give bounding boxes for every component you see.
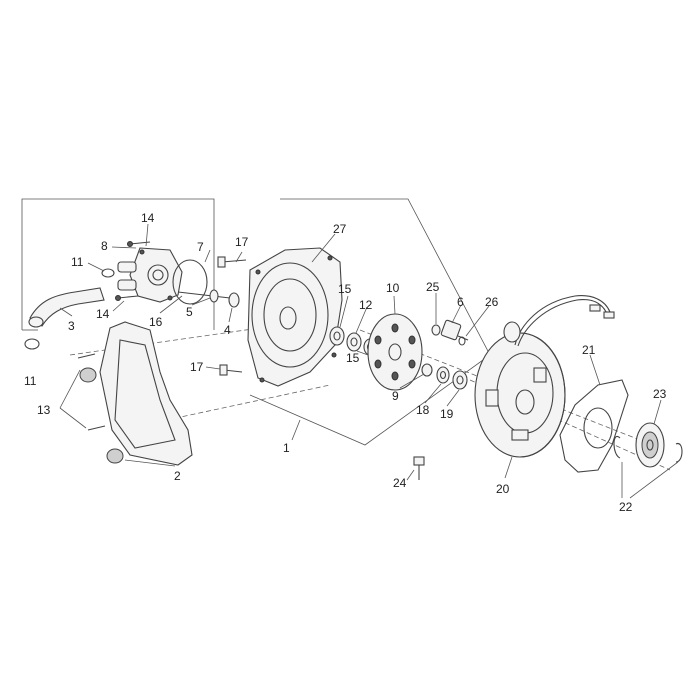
callout-26: 26 <box>485 295 499 309</box>
callout-24: 24 <box>393 476 407 490</box>
callout-20: 20 <box>496 482 510 496</box>
callout-6: 6 <box>457 295 464 309</box>
callout-11-top: 11 <box>71 255 84 269</box>
callout-23: 23 <box>653 387 667 401</box>
pump-shaft-part <box>177 289 231 303</box>
callout-17-top: 17 <box>235 235 249 249</box>
callout-25: 25 <box>426 280 440 294</box>
wiring-harness-part <box>503 295 615 347</box>
callout-7: 7 <box>197 240 204 254</box>
callout-10: 10 <box>386 281 400 295</box>
bolt-part <box>217 256 247 376</box>
callout-14-top: 14 <box>141 211 155 225</box>
callout-17-mid: 17 <box>190 360 204 374</box>
bolt-part <box>413 456 425 480</box>
washer-part <box>228 292 240 308</box>
clamp-part <box>24 268 115 350</box>
screw-part <box>115 241 151 301</box>
stator-housing-part <box>474 332 566 458</box>
callout-14-bottom: 14 <box>96 307 110 321</box>
rotor-part <box>613 422 683 468</box>
callout-labels: 1 2 3 4 5 6 7 8 9 10 11 11 12 13 14 14 1… <box>24 211 667 514</box>
callout-19: 19 <box>440 407 454 421</box>
callout-13: 13 <box>37 403 51 417</box>
impeller-plate-part <box>367 313 423 391</box>
callout-9: 9 <box>392 389 399 403</box>
callout-15-top: 15 <box>338 282 352 296</box>
side-cover-part <box>77 321 193 466</box>
washer-part <box>421 363 468 390</box>
water-pump-group-bracket <box>21 198 215 331</box>
callout-27: 27 <box>333 222 347 236</box>
callout-15-bottom: 15 <box>346 351 360 365</box>
callout-12: 12 <box>359 298 373 312</box>
hose-part <box>28 287 105 328</box>
callout-2: 2 <box>174 469 181 483</box>
callout-1: 1 <box>283 441 290 455</box>
leader-lines <box>59 223 679 499</box>
o-ring-part <box>172 259 208 305</box>
water-pump-body-part <box>117 247 183 303</box>
housing-cover-part <box>247 247 343 387</box>
callout-22: 22 <box>619 500 633 514</box>
callout-4: 4 <box>224 323 231 337</box>
callout-21: 21 <box>582 343 596 357</box>
callout-5: 5 <box>186 305 193 319</box>
callout-3: 3 <box>68 319 75 333</box>
callout-8: 8 <box>101 239 108 253</box>
callout-18: 18 <box>416 403 430 417</box>
sensor-part <box>431 319 469 346</box>
gasket-part <box>559 379 629 473</box>
callout-16: 16 <box>149 315 163 329</box>
callout-11-left: 11 <box>24 374 37 388</box>
